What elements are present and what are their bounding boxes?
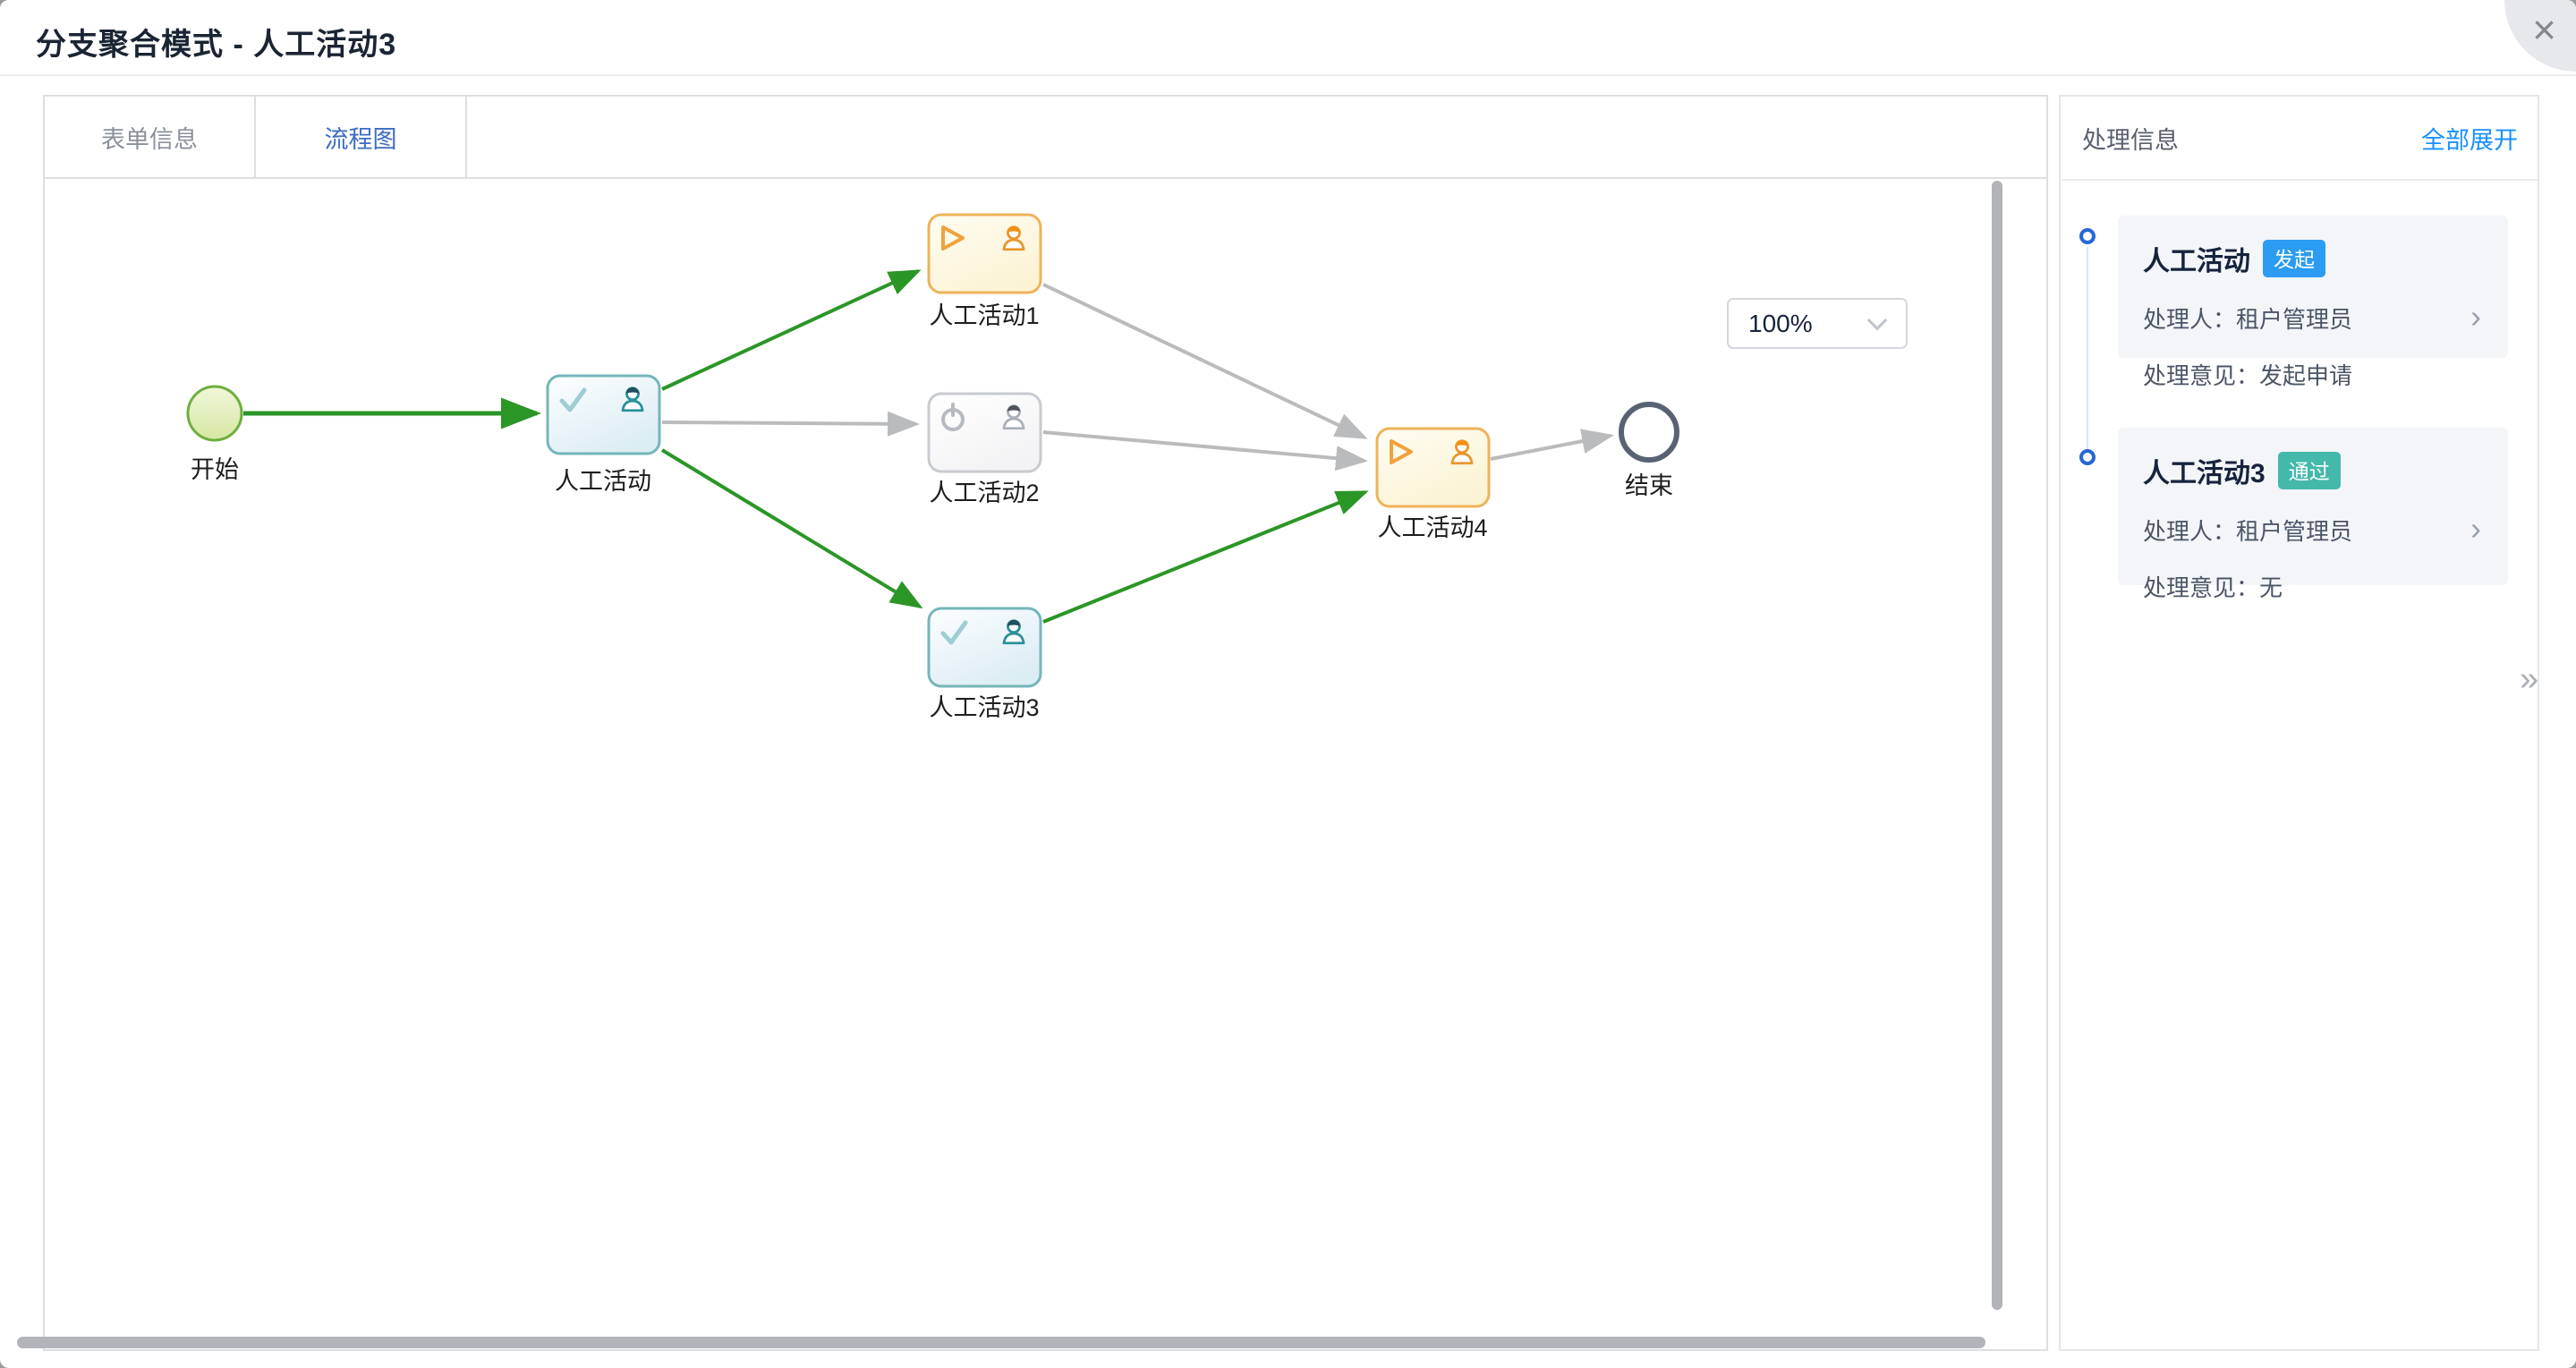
node-start-event[interactable]: 开始	[186, 385, 243, 483]
play-icon	[1390, 439, 1413, 464]
process-record-card: 人工活动发起 处理人：租户管理员 › 处理意见：发起申请	[2118, 216, 2508, 389]
handler-row[interactable]: 处理人：租户管理员 ›	[2143, 510, 2483, 547]
edge-activity0-to-activity3	[660, 448, 923, 609]
node-activity3-label: 人工活动3	[929, 694, 1039, 721]
opinion-label: 处理意见：	[2143, 362, 2260, 389]
record-activity-name: 人工活动3	[2143, 459, 2266, 489]
node-end-label: 结束	[1625, 472, 1673, 499]
timeline-dot	[2079, 449, 2096, 465]
dialog-header: 分支聚合模式 - 人工活动3	[0, 0, 2576, 76]
check-icon	[559, 387, 587, 412]
check-icon	[940, 620, 968, 645]
edge-activity3-to-activity4	[1042, 490, 1369, 624]
edge-activity0-to-activity1	[661, 269, 922, 391]
node-activity4[interactable]: 人工活动4	[1375, 427, 1491, 541]
node-activity3[interactable]: 人工活动3	[927, 607, 1042, 721]
edge-activity2-to-activity4	[1042, 430, 1368, 472]
handler-value: 租户管理员	[2236, 306, 2353, 333]
opinion-row: 处理意见：发起申请	[2143, 358, 2483, 391]
panel-title: 处理信息	[2082, 126, 2179, 154]
node-activity0[interactable]: 人工活动	[546, 374, 661, 495]
vertical-scrollbar[interactable]	[1992, 181, 2002, 1310]
status-badge: 发起	[2263, 240, 2325, 277]
handler-value: 租户管理员	[2236, 518, 2353, 545]
node-activity4-label: 人工活动4	[1377, 514, 1487, 541]
opinion-row: 处理意见：无	[2143, 570, 2483, 603]
flow-card: 表单信息 流程图	[43, 95, 2048, 1351]
node-activity1-label: 人工活动1	[929, 302, 1039, 329]
tab-form-info-label: 表单信息	[101, 125, 198, 153]
node-activity1[interactable]: 人工活动1	[927, 213, 1042, 329]
horizontal-scrollbar[interactable]	[17, 1337, 1985, 1348]
flow-canvas[interactable]: 开始 人工活动 人工	[45, 179, 2046, 1349]
chevron-right-icon[interactable]: ›	[2470, 510, 2481, 547]
timeline-dot	[2079, 228, 2096, 244]
collapse-panel-button[interactable]: »	[2520, 660, 2539, 698]
bpmn-diagram: 开始 人工活动 人工	[186, 213, 1679, 721]
zoom-level-select[interactable]: 100%	[1727, 298, 1908, 349]
edge-activity0-to-activity2	[661, 411, 920, 437]
node-end-event[interactable]: 结束	[1619, 402, 1679, 499]
process-record-card: 人工活动3 通过 处理人：租户管理员 › 处理意见：无	[2118, 428, 2508, 601]
expand-all-link[interactable]: 全部展开	[2421, 126, 2518, 154]
status-badge: 通过	[2277, 452, 2341, 489]
zoom-level-value: 100%	[1748, 309, 1813, 337]
handler-row[interactable]: 处理人：租户管理员 ›	[2143, 298, 2483, 335]
close-icon[interactable]: ×	[2532, 6, 2556, 53]
edge-activity1-to-activity4	[1042, 283, 1368, 439]
tabbar: 表单信息 流程图	[45, 97, 2046, 179]
page-title: 分支聚合模式 - 人工活动3	[36, 28, 397, 62]
timeline-connector	[2087, 247, 2088, 451]
record-title: 人工活动发起	[2143, 239, 2483, 278]
edge-activity4-to-end	[1490, 429, 1614, 461]
node-activity0-label: 人工活动	[555, 468, 651, 495]
node-activity2[interactable]: 人工活动2	[927, 392, 1042, 506]
tab-form-info[interactable]: 表单信息	[45, 97, 256, 177]
handler-label: 处理人：	[2143, 306, 2237, 333]
node-activity2-label: 人工活动2	[929, 480, 1039, 506]
tab-flow-diagram[interactable]: 流程图	[256, 97, 467, 177]
chevron-down-icon	[1866, 310, 1888, 330]
opinion-value: 发起申请	[2259, 362, 2353, 389]
record-title: 人工活动3 通过	[2143, 451, 2483, 490]
chevron-right-icon[interactable]: ›	[2470, 298, 2481, 335]
opinion-label: 处理意见：	[2143, 574, 2260, 601]
process-info-panel: 处理信息 全部展开 人工活动发起 处理人：租户管理员 › 处理意见：发起申请 人…	[2059, 95, 2539, 1351]
play-icon	[941, 225, 965, 251]
opinion-value: 无	[2259, 574, 2283, 601]
record-activity-name: 人工活动	[2143, 247, 2250, 276]
node-start-label: 开始	[191, 456, 239, 483]
tab-flow-diagram-label: 流程图	[324, 125, 397, 153]
power-icon	[941, 403, 965, 431]
panel-header: 处理信息 全部展开	[2061, 97, 2538, 181]
handler-label: 处理人：	[2143, 518, 2237, 545]
